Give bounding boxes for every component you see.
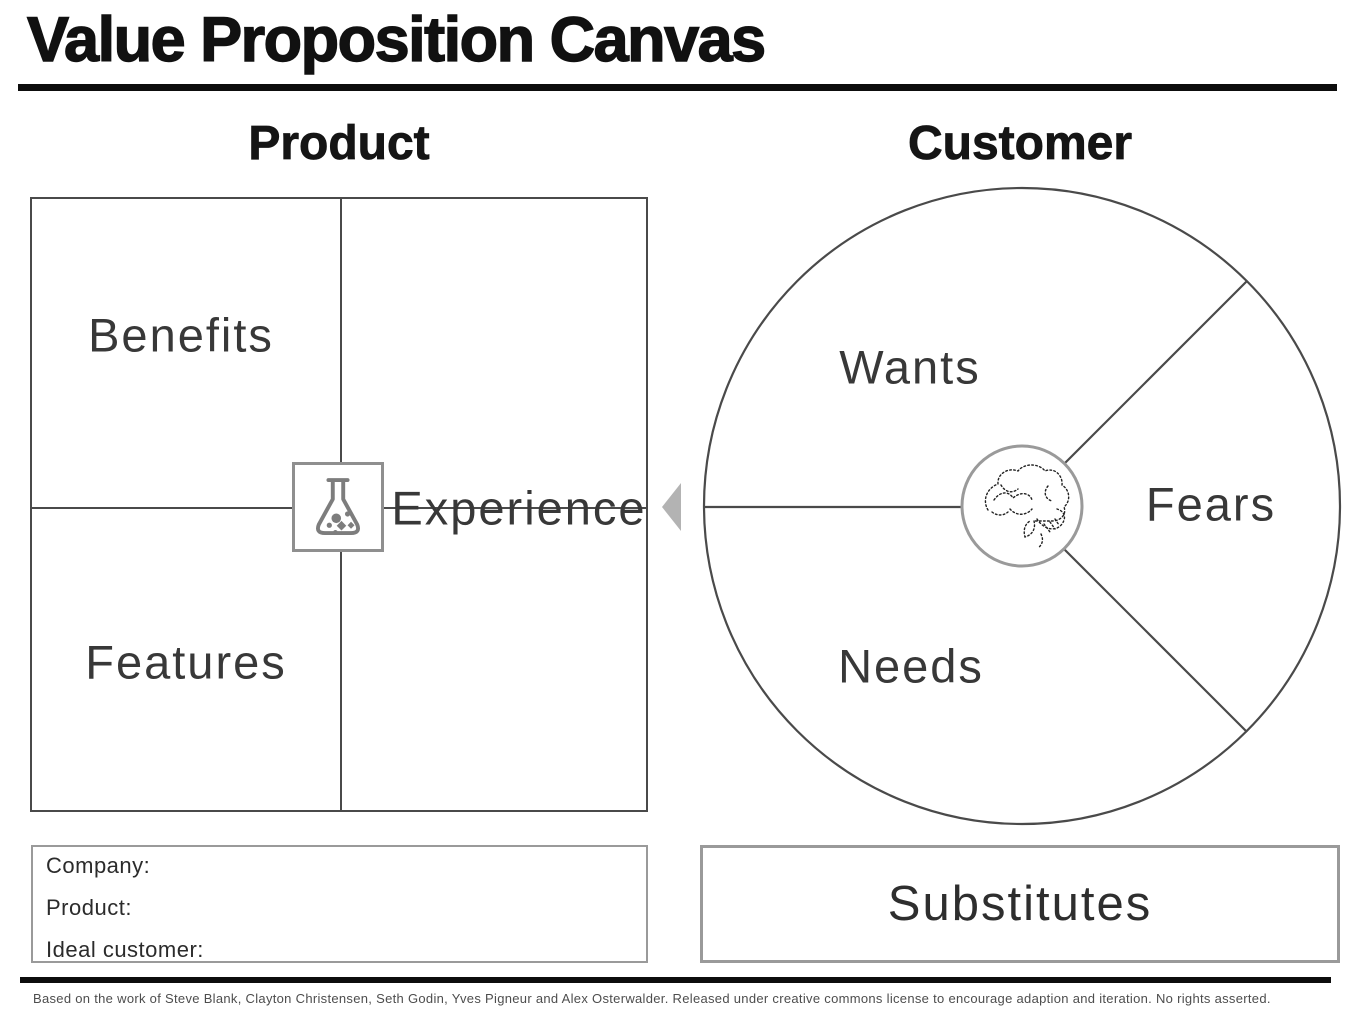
product-section-heading: Product — [248, 117, 430, 171]
company-field-label: Company: — [46, 853, 151, 878]
features-label: Features — [85, 635, 287, 689]
attribution-text: Based on the work of Steve Blank, Clayto… — [33, 991, 1271, 1006]
page-title: Value Proposition Canvas — [26, 4, 767, 75]
brain-icon — [984, 464, 1070, 549]
product-field-label: Product: — [46, 895, 132, 920]
title-divider — [18, 84, 1337, 91]
ideal-customer-field-label: Ideal customer: — [46, 937, 204, 962]
experience-label: Experience — [391, 481, 647, 535]
wants-label: Wants — [839, 340, 981, 394]
needs-label: Needs — [838, 639, 984, 693]
arrow-left-icon — [662, 483, 681, 531]
fears-label: Fears — [1145, 477, 1277, 531]
footer-divider — [20, 977, 1331, 983]
flask-icon — [292, 462, 384, 552]
benefits-label: Benefits — [88, 308, 274, 362]
company-info-box: Company: Product: Ideal customer: — [31, 845, 648, 963]
substitutes-box: Substitutes — [700, 845, 1340, 963]
customer-section-heading: Customer — [907, 117, 1133, 171]
substitutes-label: Substitutes — [887, 877, 1153, 931]
